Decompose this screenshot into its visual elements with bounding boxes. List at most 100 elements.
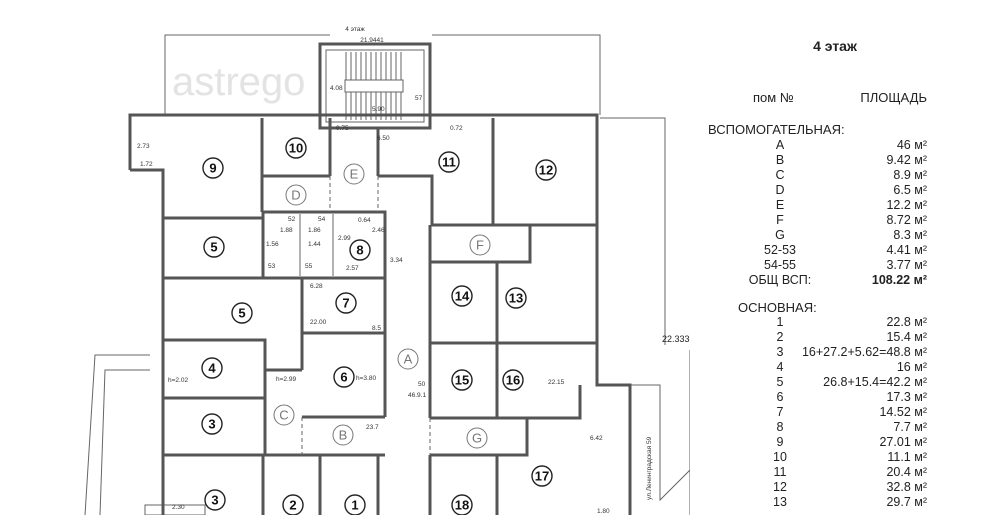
- room-id: 8: [776, 420, 784, 434]
- room-circle: [451, 369, 473, 391]
- room-area: 8.72 м²: [886, 213, 927, 227]
- aux-area-label: F: [469, 234, 491, 256]
- room-id: A: [775, 138, 785, 152]
- room-id: 5: [776, 375, 784, 389]
- column-header-room: пом №: [753, 90, 794, 105]
- dimension-label: 8.5: [372, 325, 381, 332]
- room-number: 10: [289, 141, 303, 156]
- room-circle: [335, 292, 357, 314]
- watermark: astrego: [172, 60, 305, 104]
- room-label: 3: [201, 413, 223, 435]
- aux-area-label: C: [273, 404, 295, 426]
- room-id: 4: [776, 360, 784, 374]
- room-area: 26.8+15.4=42.2 м²: [823, 375, 927, 389]
- section-auxiliary: ВСПОМОГАТЕЛЬНАЯ:: [708, 122, 845, 137]
- room-number: 3: [211, 493, 218, 508]
- dimension-label: 23.7: [366, 424, 379, 431]
- aux-letter: G: [472, 431, 482, 446]
- room-id: 13: [773, 495, 787, 509]
- room-number: 17: [535, 469, 549, 484]
- room-circle: [203, 236, 225, 258]
- room-area: 16 м²: [896, 360, 927, 374]
- dimension-label: 1.80: [597, 508, 610, 515]
- area-row: 4 16 м²: [690, 360, 1000, 375]
- room-id: 7: [776, 405, 784, 419]
- room-number: 5: [210, 240, 217, 255]
- aux-letter: A: [404, 352, 413, 367]
- room-area: 15.4 м²: [886, 330, 927, 344]
- room-circle: [201, 413, 223, 435]
- dimension-label: h=2.02: [168, 377, 188, 384]
- area-row: 11 20.4 м²: [690, 465, 1000, 480]
- room-id: C: [775, 168, 785, 182]
- room-circle: [502, 369, 524, 391]
- room-id: 2: [776, 330, 784, 344]
- room-number: 18: [455, 498, 469, 513]
- room-label: 10: [285, 137, 307, 159]
- aux-letter: F: [476, 238, 484, 253]
- room-circle: [531, 465, 553, 487]
- room-label: 16: [502, 369, 524, 391]
- room-id: 10: [773, 450, 787, 464]
- dimension-label: 5.90: [372, 106, 385, 113]
- aux-area-label: B: [332, 424, 354, 446]
- street-label: ул.Ленинградская 59: [646, 436, 653, 500]
- aux-letter: D: [291, 188, 300, 203]
- dimension-label: 2.57: [346, 265, 359, 272]
- dimension-label: 1.86: [308, 227, 321, 234]
- aux-circle: [397, 348, 419, 370]
- dimension-label: 1.88: [280, 227, 293, 234]
- room-label: 5: [231, 302, 253, 324]
- area-row: F 8.72 м²: [690, 213, 1000, 228]
- dimension-label: 6.50: [377, 135, 390, 142]
- dimension-label: 0.75: [336, 125, 349, 132]
- room-label: 7: [335, 292, 357, 314]
- room-id: 9: [776, 435, 784, 449]
- room-area: 14.52 м²: [879, 405, 927, 419]
- room-label: 18: [451, 494, 473, 515]
- area-row: 7 14.52 м²: [690, 405, 1000, 420]
- aux-circle: [466, 427, 488, 449]
- room-label: 2: [282, 494, 304, 515]
- room-number: 12: [539, 163, 553, 178]
- room-area: 9.42 м²: [886, 153, 927, 167]
- side-dimension: 22.3338: [662, 334, 690, 344]
- aux-area-label: E: [343, 163, 365, 185]
- room-circle: [201, 357, 223, 379]
- dimension-label: 46.9.1: [408, 392, 426, 399]
- room-label: 4: [201, 357, 223, 379]
- room-circle: [505, 287, 527, 309]
- area-row: 2 15.4 м²: [690, 330, 1000, 345]
- room-circle: [231, 302, 253, 324]
- room-area: 46 м²: [896, 138, 927, 152]
- room-id: E: [775, 198, 785, 212]
- dimension-label: 1.44: [308, 241, 321, 248]
- room-circle: [451, 494, 473, 515]
- dimension-label: 2.99: [338, 235, 351, 242]
- total-area: 108.22 м²: [871, 273, 927, 287]
- floor-title: 4 этаж: [813, 38, 857, 54]
- room-label: 9: [202, 157, 224, 179]
- room-id: F: [776, 213, 784, 227]
- room-area: 7.7 м²: [893, 420, 927, 434]
- room-number: 3: [208, 417, 215, 432]
- room-id: 52-53: [764, 243, 796, 257]
- room-id: 11: [773, 465, 787, 479]
- dimension-label: 22.00: [310, 319, 327, 326]
- room-area: 20.4 м²: [886, 465, 927, 479]
- room-label: 3: [204, 489, 226, 511]
- site-outline: [84, 34, 690, 515]
- room-circle: [438, 151, 460, 173]
- dimension-label: 6.28: [310, 283, 323, 290]
- room-circle: [282, 494, 304, 515]
